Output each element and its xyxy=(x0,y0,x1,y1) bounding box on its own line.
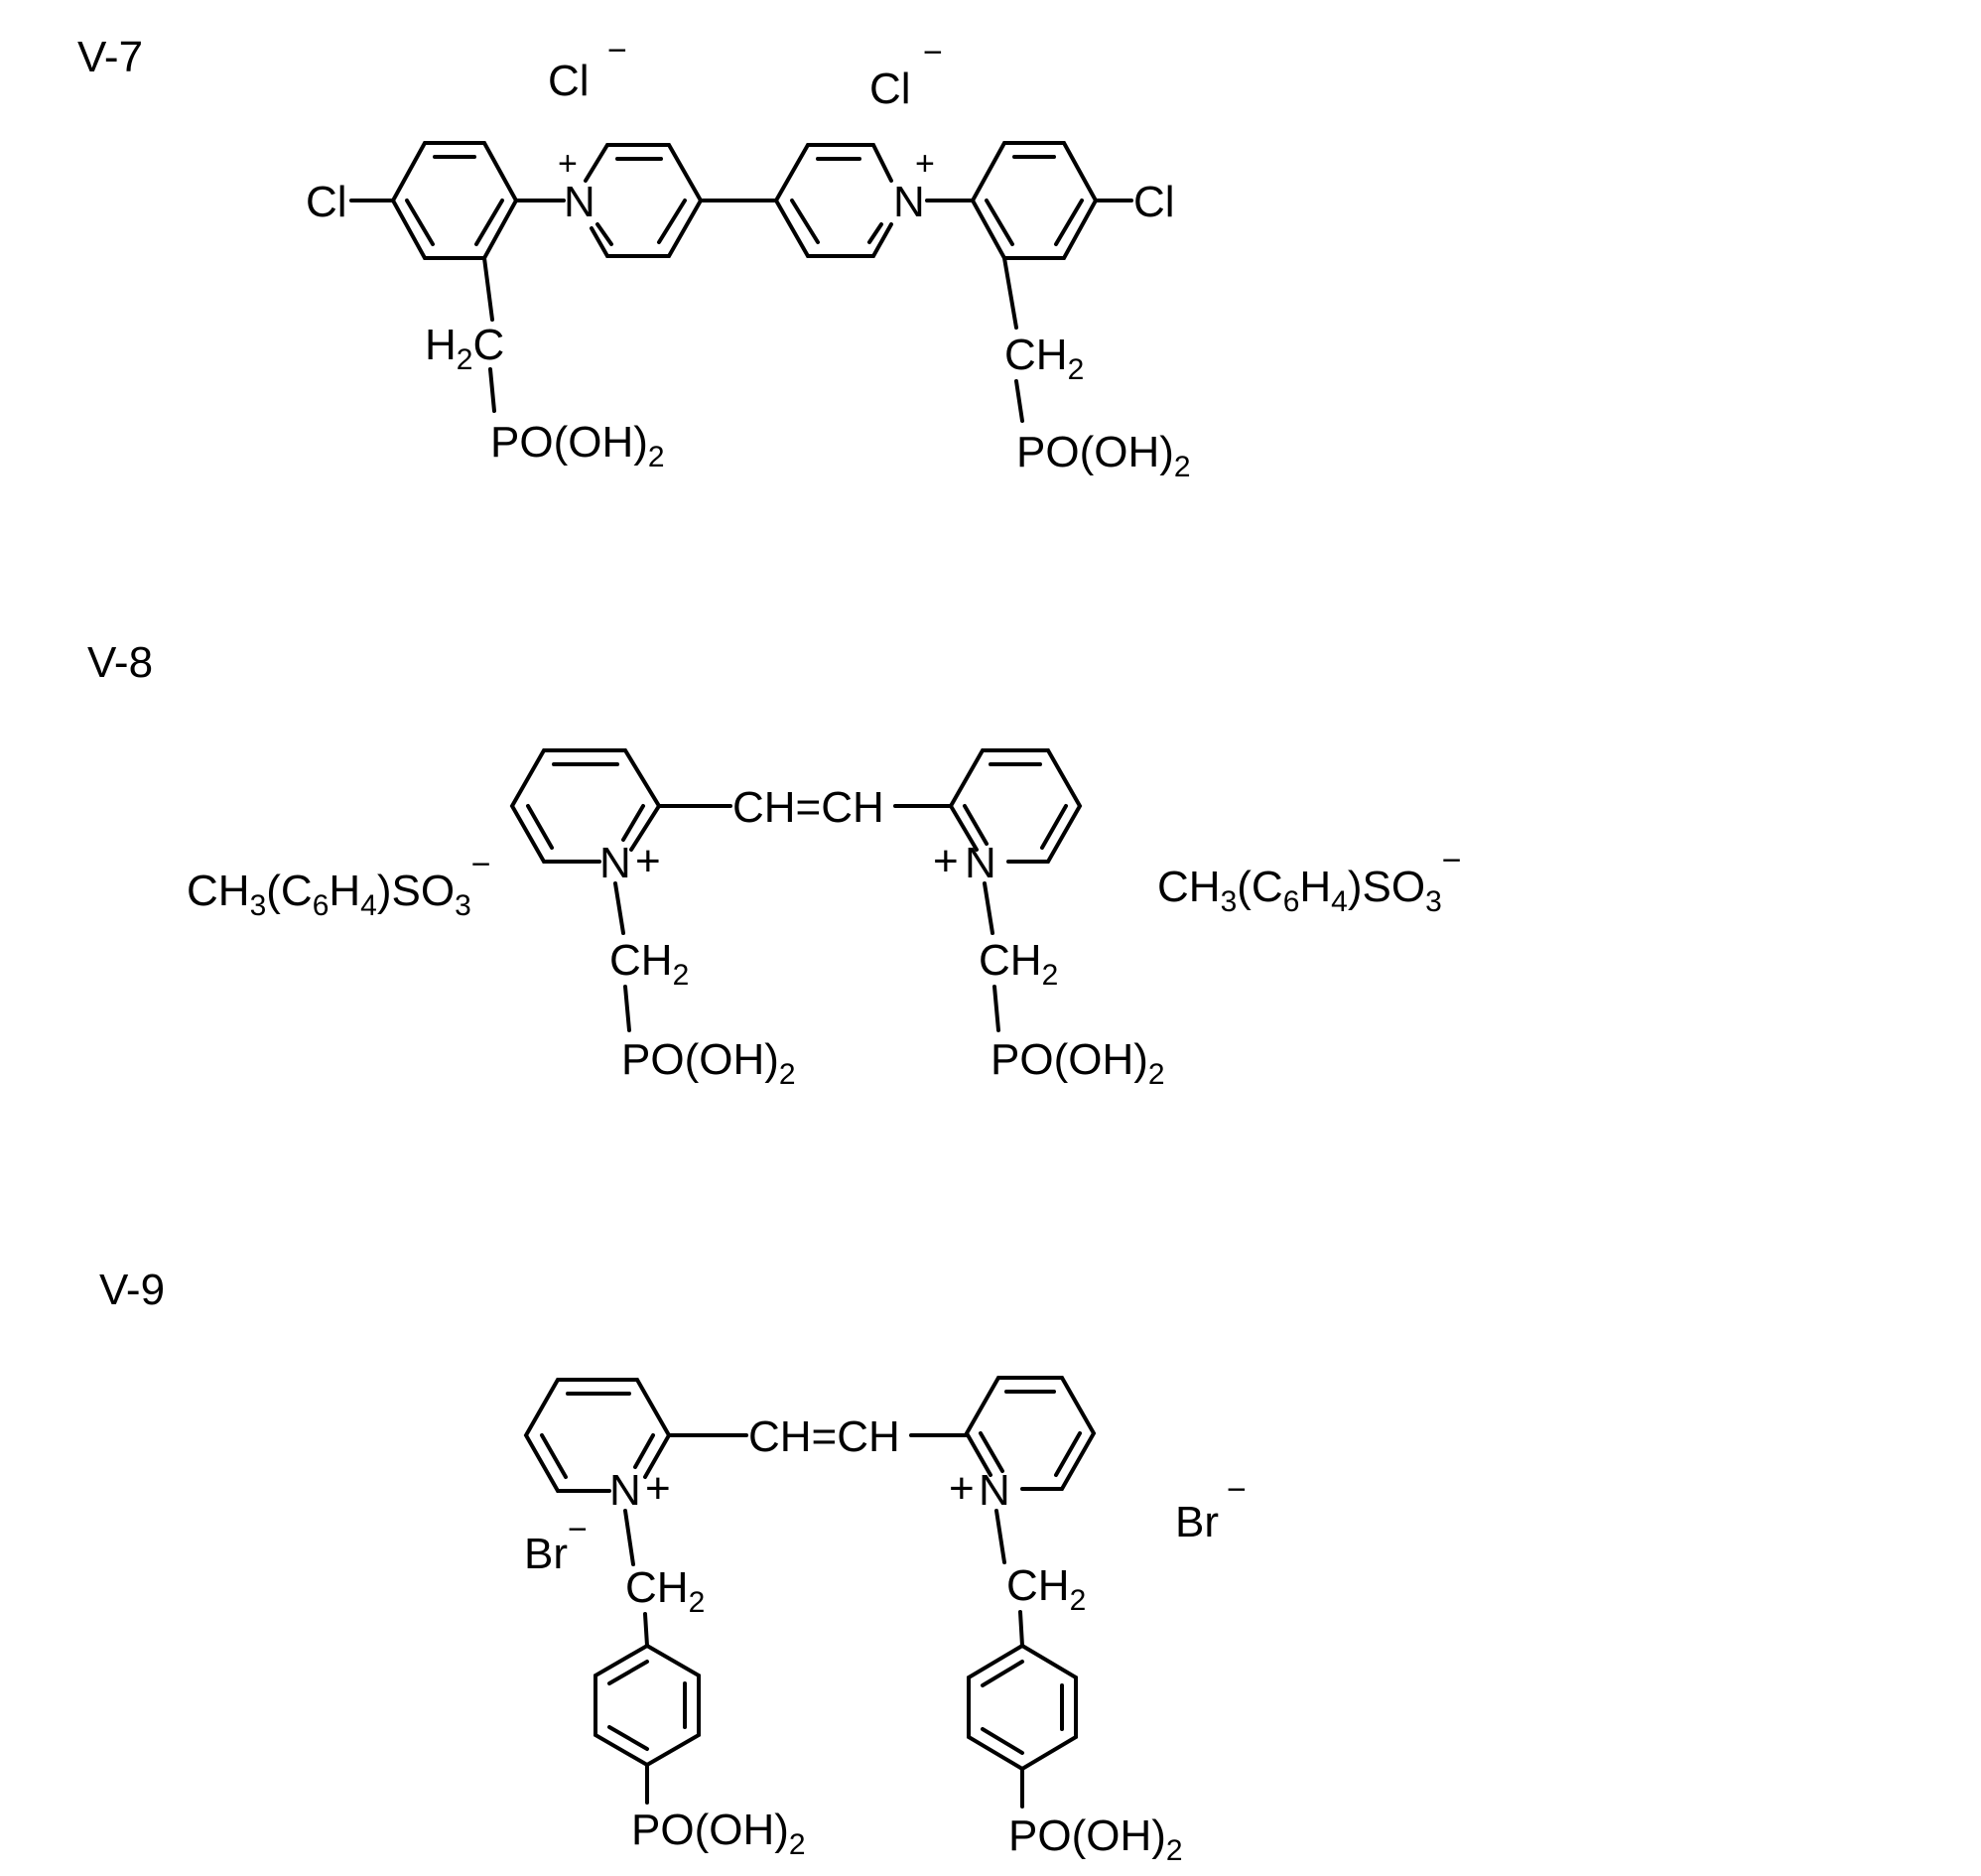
vinylene-bridge-v8: CH=CH xyxy=(732,783,884,832)
pyridinium-ring-2 xyxy=(776,145,891,256)
tosylate-anion-left: CH3(C6H4)SO3− xyxy=(187,846,491,922)
counterion-bromide-2: Br xyxy=(1175,1498,1219,1546)
chlorine-atom-right: Cl xyxy=(1133,178,1175,226)
benzene-ring-v9-left xyxy=(595,1646,699,1765)
phosphonic-acid-left: PO(OH)2 xyxy=(490,418,665,473)
methylene-label-v8-right: CH2 xyxy=(979,936,1058,992)
nitrogen-atom-v9-1: N xyxy=(609,1466,641,1515)
nitrogen-atom-1: N xyxy=(564,178,595,226)
chlorine-atom-left: Cl xyxy=(306,178,347,226)
pyridinium-ring-1 xyxy=(586,145,701,256)
nitrogen-atom-v8-2: N xyxy=(965,839,996,887)
methylene-label-v8-left: CH2 xyxy=(609,936,689,992)
methylene-label-v9-left: CH2 xyxy=(625,1563,705,1619)
compound-id-v7: V-7 xyxy=(77,33,143,81)
negative-charge-v9-1: − xyxy=(568,1511,588,1548)
phosphonic-acid-right: PO(OH)2 xyxy=(1016,428,1191,483)
tosylate-anion-right: CH3(C6H4)SO3− xyxy=(1157,842,1462,918)
negative-charge-2: − xyxy=(923,34,943,71)
phosphonic-acid-v9-right: PO(OH)2 xyxy=(1008,1811,1183,1867)
positive-charge-2: + xyxy=(915,145,935,183)
positive-charge-v9-1: + xyxy=(645,1464,671,1513)
benzene-ring-v9-right xyxy=(969,1646,1076,1769)
nitrogen-atom-v8-1: N xyxy=(599,839,631,887)
counterion-chloride-1: Cl xyxy=(548,57,590,105)
phosphonic-acid-v8-left: PO(OH)2 xyxy=(621,1035,796,1091)
nitrogen-atom-2: N xyxy=(893,178,925,226)
positive-charge-1: + xyxy=(558,145,578,183)
compound-v9: V-9 N + CH=CH + N Br − Br − CH2 xyxy=(99,1266,1247,1867)
negative-charge-1: − xyxy=(607,32,627,69)
benzene-ring-right xyxy=(973,143,1096,258)
nitrogen-atom-v9-2: N xyxy=(979,1466,1010,1515)
phosphonic-acid-v9-left: PO(OH)2 xyxy=(631,1806,806,1861)
negative-charge-v9-2: − xyxy=(1227,1471,1247,1509)
positive-charge-v8-2: + xyxy=(933,837,959,885)
compound-v7: V-7 Cl − Cl − Cl N + xyxy=(77,32,1191,483)
counterion-bromide-1: Br xyxy=(524,1530,568,1578)
methylene-label-right: CH2 xyxy=(1004,331,1084,386)
compound-v8: V-8 N + CH=CH + N CH3(C6H4)SO3− CH3(C6H4… xyxy=(87,638,1462,1091)
positive-charge-v8-1: + xyxy=(635,837,661,885)
methylene-label-v9-right: CH2 xyxy=(1006,1561,1086,1617)
positive-charge-v9-2: + xyxy=(949,1464,975,1513)
vinylene-bridge-v9: CH=CH xyxy=(748,1412,900,1461)
counterion-chloride-2: Cl xyxy=(869,65,911,113)
benzene-ring-left xyxy=(393,143,516,258)
methylene-label-left: H2C xyxy=(425,321,504,376)
phosphonic-acid-v8-right: PO(OH)2 xyxy=(990,1035,1165,1091)
compound-id-v8: V-8 xyxy=(87,638,153,687)
compound-id-v9: V-9 xyxy=(99,1266,165,1314)
